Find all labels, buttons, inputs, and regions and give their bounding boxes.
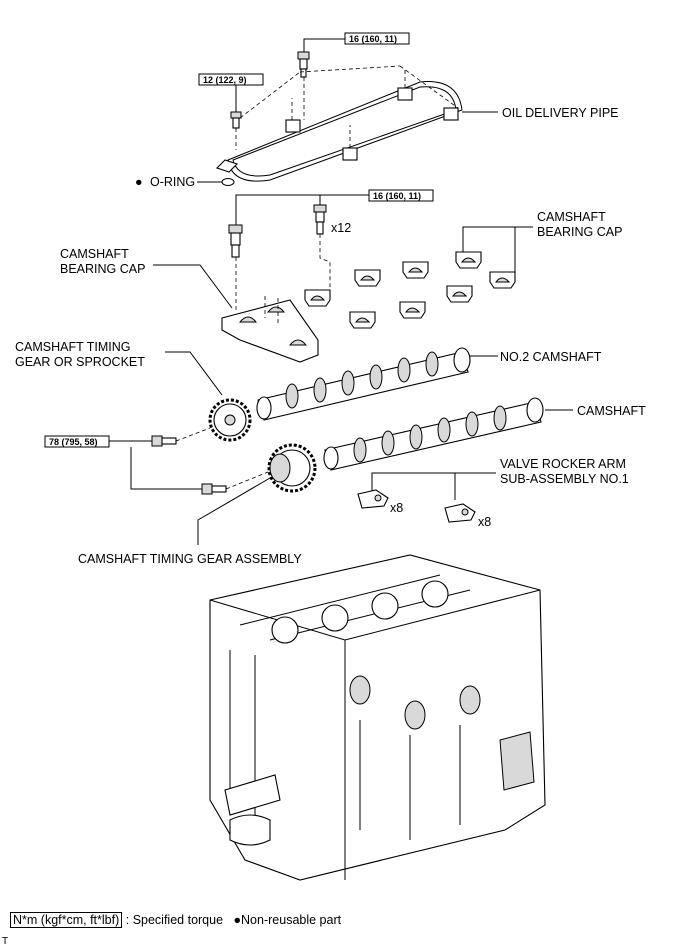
bolt-icon xyxy=(151,435,177,447)
bolt-icon xyxy=(230,111,242,129)
label-timing-gear-2: GEAR OR SPROCKET xyxy=(15,355,145,369)
torque-unit-box: N*m (kgf*cm, ft*lbf) xyxy=(10,912,123,928)
corner-mark: T xyxy=(2,936,9,947)
rocker-arm-part xyxy=(357,489,389,509)
no2-camshaft-part xyxy=(256,347,471,421)
bolt-icon xyxy=(297,51,310,78)
torque-box-bearing-cap: 16 (160, 11) xyxy=(368,189,434,202)
bolt-icon xyxy=(228,224,243,258)
label-bearing-cap-left-1: CAMSHAFT xyxy=(60,247,129,261)
bolt-icon xyxy=(313,204,327,235)
label-no2-camshaft: NO.2 CAMSHAFT xyxy=(500,350,602,364)
label-oil-delivery-pipe: OIL DELIVERY PIPE xyxy=(502,106,619,120)
label-bearing-cap-left-2: BEARING CAP xyxy=(60,262,145,276)
legend-specified-torque: : Specified torque xyxy=(125,913,224,927)
label-camshaft: CAMSHAFT xyxy=(577,404,646,418)
non-reusable-bullet-icon: ● xyxy=(135,175,143,189)
legend-non-reusable: Non-reusable part xyxy=(241,913,342,927)
timing-sprocket-part xyxy=(208,398,252,442)
torque-value: 16 (160, 11) xyxy=(373,191,421,201)
label-rocker-arm-1: VALVE ROCKER ARM xyxy=(500,457,626,471)
rocker-arm-part xyxy=(444,503,476,523)
label-bearing-cap-right-2: BEARING CAP xyxy=(537,225,622,239)
bolt-icon xyxy=(201,483,227,495)
legend: N*m (kgf*cm, ft*lbf) : Specified torque … xyxy=(10,912,342,928)
torque-box-pipe-bolt: 12 (122, 9) xyxy=(198,73,264,86)
non-reusable-bullet-icon: ● xyxy=(233,913,242,927)
quantity-label: x8 xyxy=(478,515,491,529)
cylinder-block-part xyxy=(209,554,546,881)
torque-box-gear-bolt: 78 (795, 58) xyxy=(44,435,110,448)
torque-value: 12 (122, 9) xyxy=(203,75,247,85)
oil-delivery-pipe xyxy=(215,81,463,182)
o-ring-part xyxy=(221,178,235,186)
label-o-ring: O-RING xyxy=(150,175,195,189)
label-rocker-arm-2: SUB-ASSEMBLY NO.1 xyxy=(500,472,629,486)
quantity-label: x12 xyxy=(331,221,351,235)
torque-box-top: 16 (160, 11) xyxy=(344,32,410,45)
label-timing-gear-assembly: CAMSHAFT TIMING GEAR ASSEMBLY xyxy=(78,552,302,566)
quantity-label: x8 xyxy=(390,501,403,515)
label-timing-gear-1: CAMSHAFT TIMING xyxy=(15,340,131,354)
camshaft-housing-cap xyxy=(221,296,319,363)
label-bearing-cap-right-1: CAMSHAFT xyxy=(537,210,606,224)
timing-gear-assembly-part xyxy=(267,443,317,493)
torque-value: 78 (795, 58) xyxy=(49,437,98,447)
bearing-cap-set xyxy=(304,251,516,329)
camshaft-part xyxy=(323,397,544,471)
torque-value: 16 (160, 11) xyxy=(349,34,397,44)
